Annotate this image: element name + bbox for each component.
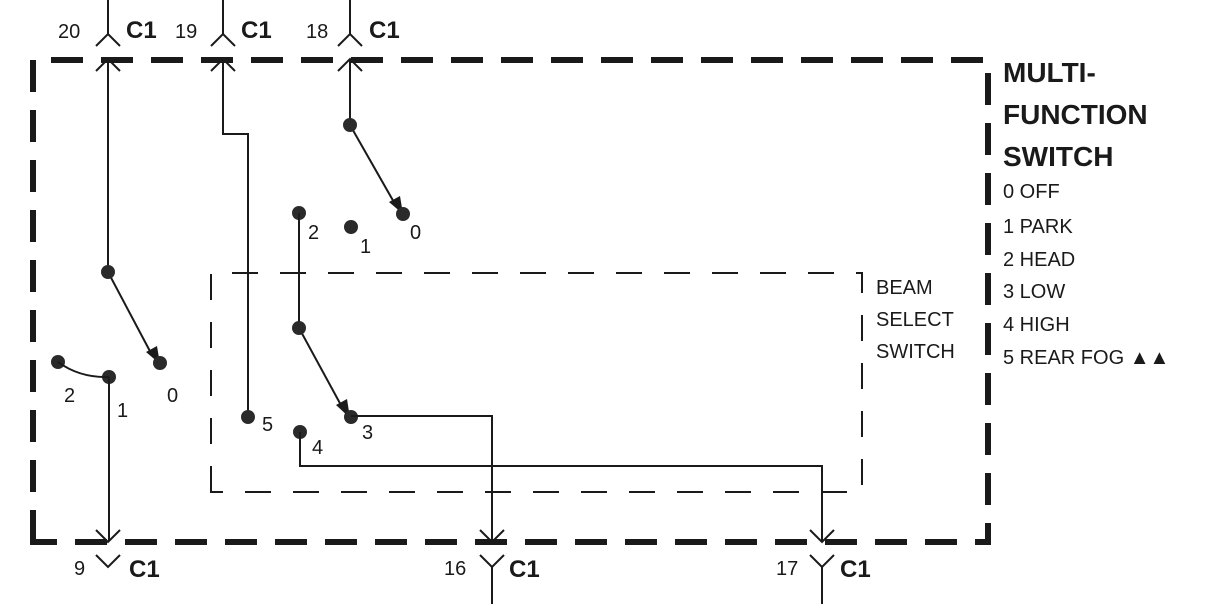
connector-name: C1 xyxy=(241,17,272,44)
legend-item: 0 OFF xyxy=(1003,181,1060,203)
connector-bottom-16: 16 C1 xyxy=(444,529,540,604)
position-label: 5 xyxy=(262,414,273,436)
connector-top-19: 19 C1 xyxy=(175,0,272,72)
component-title: FUNCTION xyxy=(1003,99,1148,130)
position-label: 0 xyxy=(410,222,421,244)
multifunction-switch-boundary xyxy=(30,57,991,545)
connector-name: C1 xyxy=(369,17,400,44)
beam-label: SWITCH xyxy=(876,341,955,363)
connector-top-18: 18 C1 xyxy=(306,0,400,72)
position-label: 2 xyxy=(64,385,75,407)
pin-number: 16 xyxy=(444,558,466,580)
component-title: MULTI- xyxy=(1003,57,1096,88)
pin-number: 9 xyxy=(74,558,85,580)
switch-b: 2 1 0 xyxy=(292,60,421,258)
connector-bottom-9: 9 C1 xyxy=(74,529,160,583)
position-label: 1 xyxy=(360,236,371,258)
position-label: 0 xyxy=(167,385,178,407)
contact-5 xyxy=(241,410,255,424)
pin-number: 18 xyxy=(306,21,328,43)
beam-label: BEAM xyxy=(876,277,933,299)
position-label: 2 xyxy=(308,222,319,244)
component-label: MULTI- FUNCTION SWITCH 0 OFF 1 PARK 2 HE… xyxy=(1003,57,1169,369)
connector-name: C1 xyxy=(509,556,540,583)
component-title: SWITCH xyxy=(1003,141,1113,172)
contact-0 xyxy=(153,356,167,370)
connector-top-20: 20 C1 xyxy=(58,0,157,72)
contact-0 xyxy=(396,207,410,221)
legend-item: 4 HIGH xyxy=(1003,314,1070,336)
position-label: 4 xyxy=(312,437,323,459)
legend-item: 1 PARK xyxy=(1003,216,1073,238)
position-label: 1 xyxy=(117,400,128,422)
pin-number: 20 xyxy=(58,21,80,43)
connector-name: C1 xyxy=(840,556,871,583)
beam-select-switch: 4 3 BEAM SELECT SWITCH xyxy=(292,213,955,541)
connector-name: C1 xyxy=(126,17,157,44)
beam-select-switch-boundary xyxy=(210,272,863,493)
legend-item: 3 LOW xyxy=(1003,281,1065,303)
legend-item: 5 REAR FOG ▲▲ xyxy=(1003,347,1169,369)
pin-number: 19 xyxy=(175,21,197,43)
contact-1 xyxy=(344,220,358,234)
connector-bottom-17: 17 C1 xyxy=(776,529,871,604)
switch-a: 2 1 0 xyxy=(51,60,178,541)
beam-label: SELECT xyxy=(876,309,954,331)
pin-number: 17 xyxy=(776,558,798,580)
connector-name: C1 xyxy=(129,556,160,583)
position-label: 3 xyxy=(362,422,373,444)
wire-19 xyxy=(222,60,249,417)
legend-item: 2 HEAD xyxy=(1003,249,1075,271)
